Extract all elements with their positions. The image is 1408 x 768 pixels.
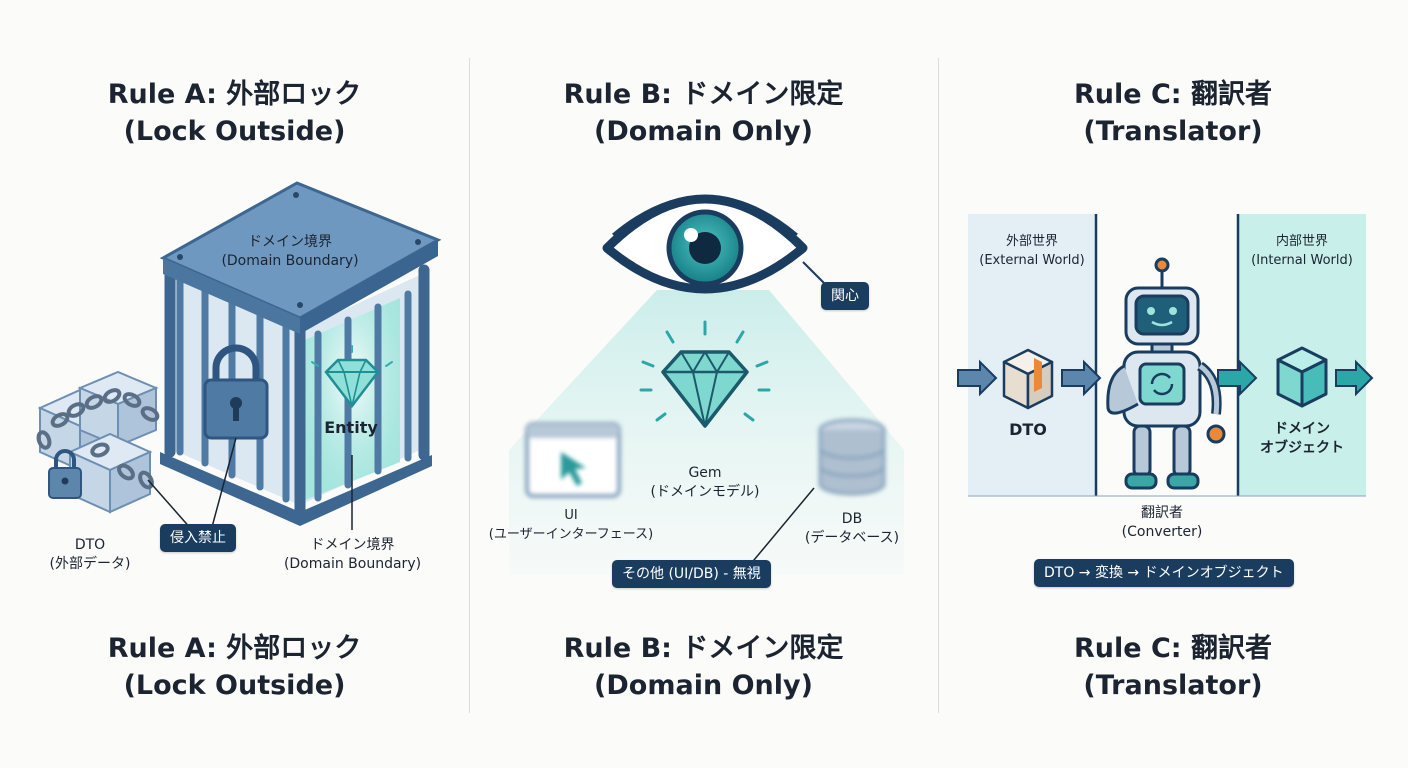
rule-b-title-top: Rule B: ドメイン限定 (Domain Only) [563,79,844,147]
database-icon [818,418,886,496]
dto-label: DTO (外部データ) [49,537,131,572]
boundary-label: ドメイン境界 (Domain Boundary) [283,537,422,572]
chained-cubes-icon [36,370,160,514]
entity-label: Entity [324,418,378,437]
divider-right [938,58,939,713]
translator-label: 翻訳者 (Converter) [1121,505,1203,540]
cage-icon [159,181,442,526]
rule-b-illustration [509,194,904,575]
gem-icon [639,320,771,428]
dto-label: DTO [1009,420,1047,439]
rule-c-title-top: Rule C: 翻訳者 (Translator) [1074,79,1272,147]
rule-a-title-bottom: Rule A: 外部ロック (Lock Outside) [107,633,362,701]
diamond-icon [311,345,393,409]
divider-left [469,58,470,713]
rule-c-title-bottom: Rule C: 翻訳者 (Translator) [1074,633,1272,701]
conversion-flow-badge: DTO → 変換 → ドメインオブジェクト [1034,559,1294,587]
browser-window-icon [525,422,621,498]
rule-a-title-top: Rule A: 外部ロック (Lock Outside) [107,79,362,147]
focus-badge: 関心 [821,282,869,310]
gem-label: Gem (ドメインモデル) [650,465,760,500]
external-world-label: 外部世界 (External World) [979,234,1085,268]
arrow-right-icon [957,359,1374,397]
rule-c-panel: Rule C: 翻訳者 (Translator) [938,0,1408,768]
rule-a-illustration [36,181,442,531]
rule-a-panel: Rule A: 外部ロック (Lock Outside) [0,0,469,768]
ui-label: UI (ユーザーインターフェース) [488,508,654,542]
rule-b-title-bottom: Rule B: ドメイン限定 (Domain Only) [563,633,844,701]
cube-icon [1276,346,1328,408]
cage-label: ドメイン境界 (Domain Boundary) [221,234,359,269]
ignore-badge: その他 (UI/DB) - 無視 [612,560,771,588]
domain-object-label: ドメイン オブジェクト [1260,421,1344,456]
internal-world-label: 内部世界 (Internal World) [1251,234,1353,268]
rule-c-illustration [957,214,1374,497]
eye-icon [602,194,826,294]
db-label: DB (データベース) [804,511,900,546]
no-entry-badge: 侵入禁止 [160,524,236,552]
rule-b-panel: Rule B: ドメイン限定 (Domain Only) [469,0,938,768]
robot-icon [1106,257,1226,490]
package-icon [1002,348,1054,410]
